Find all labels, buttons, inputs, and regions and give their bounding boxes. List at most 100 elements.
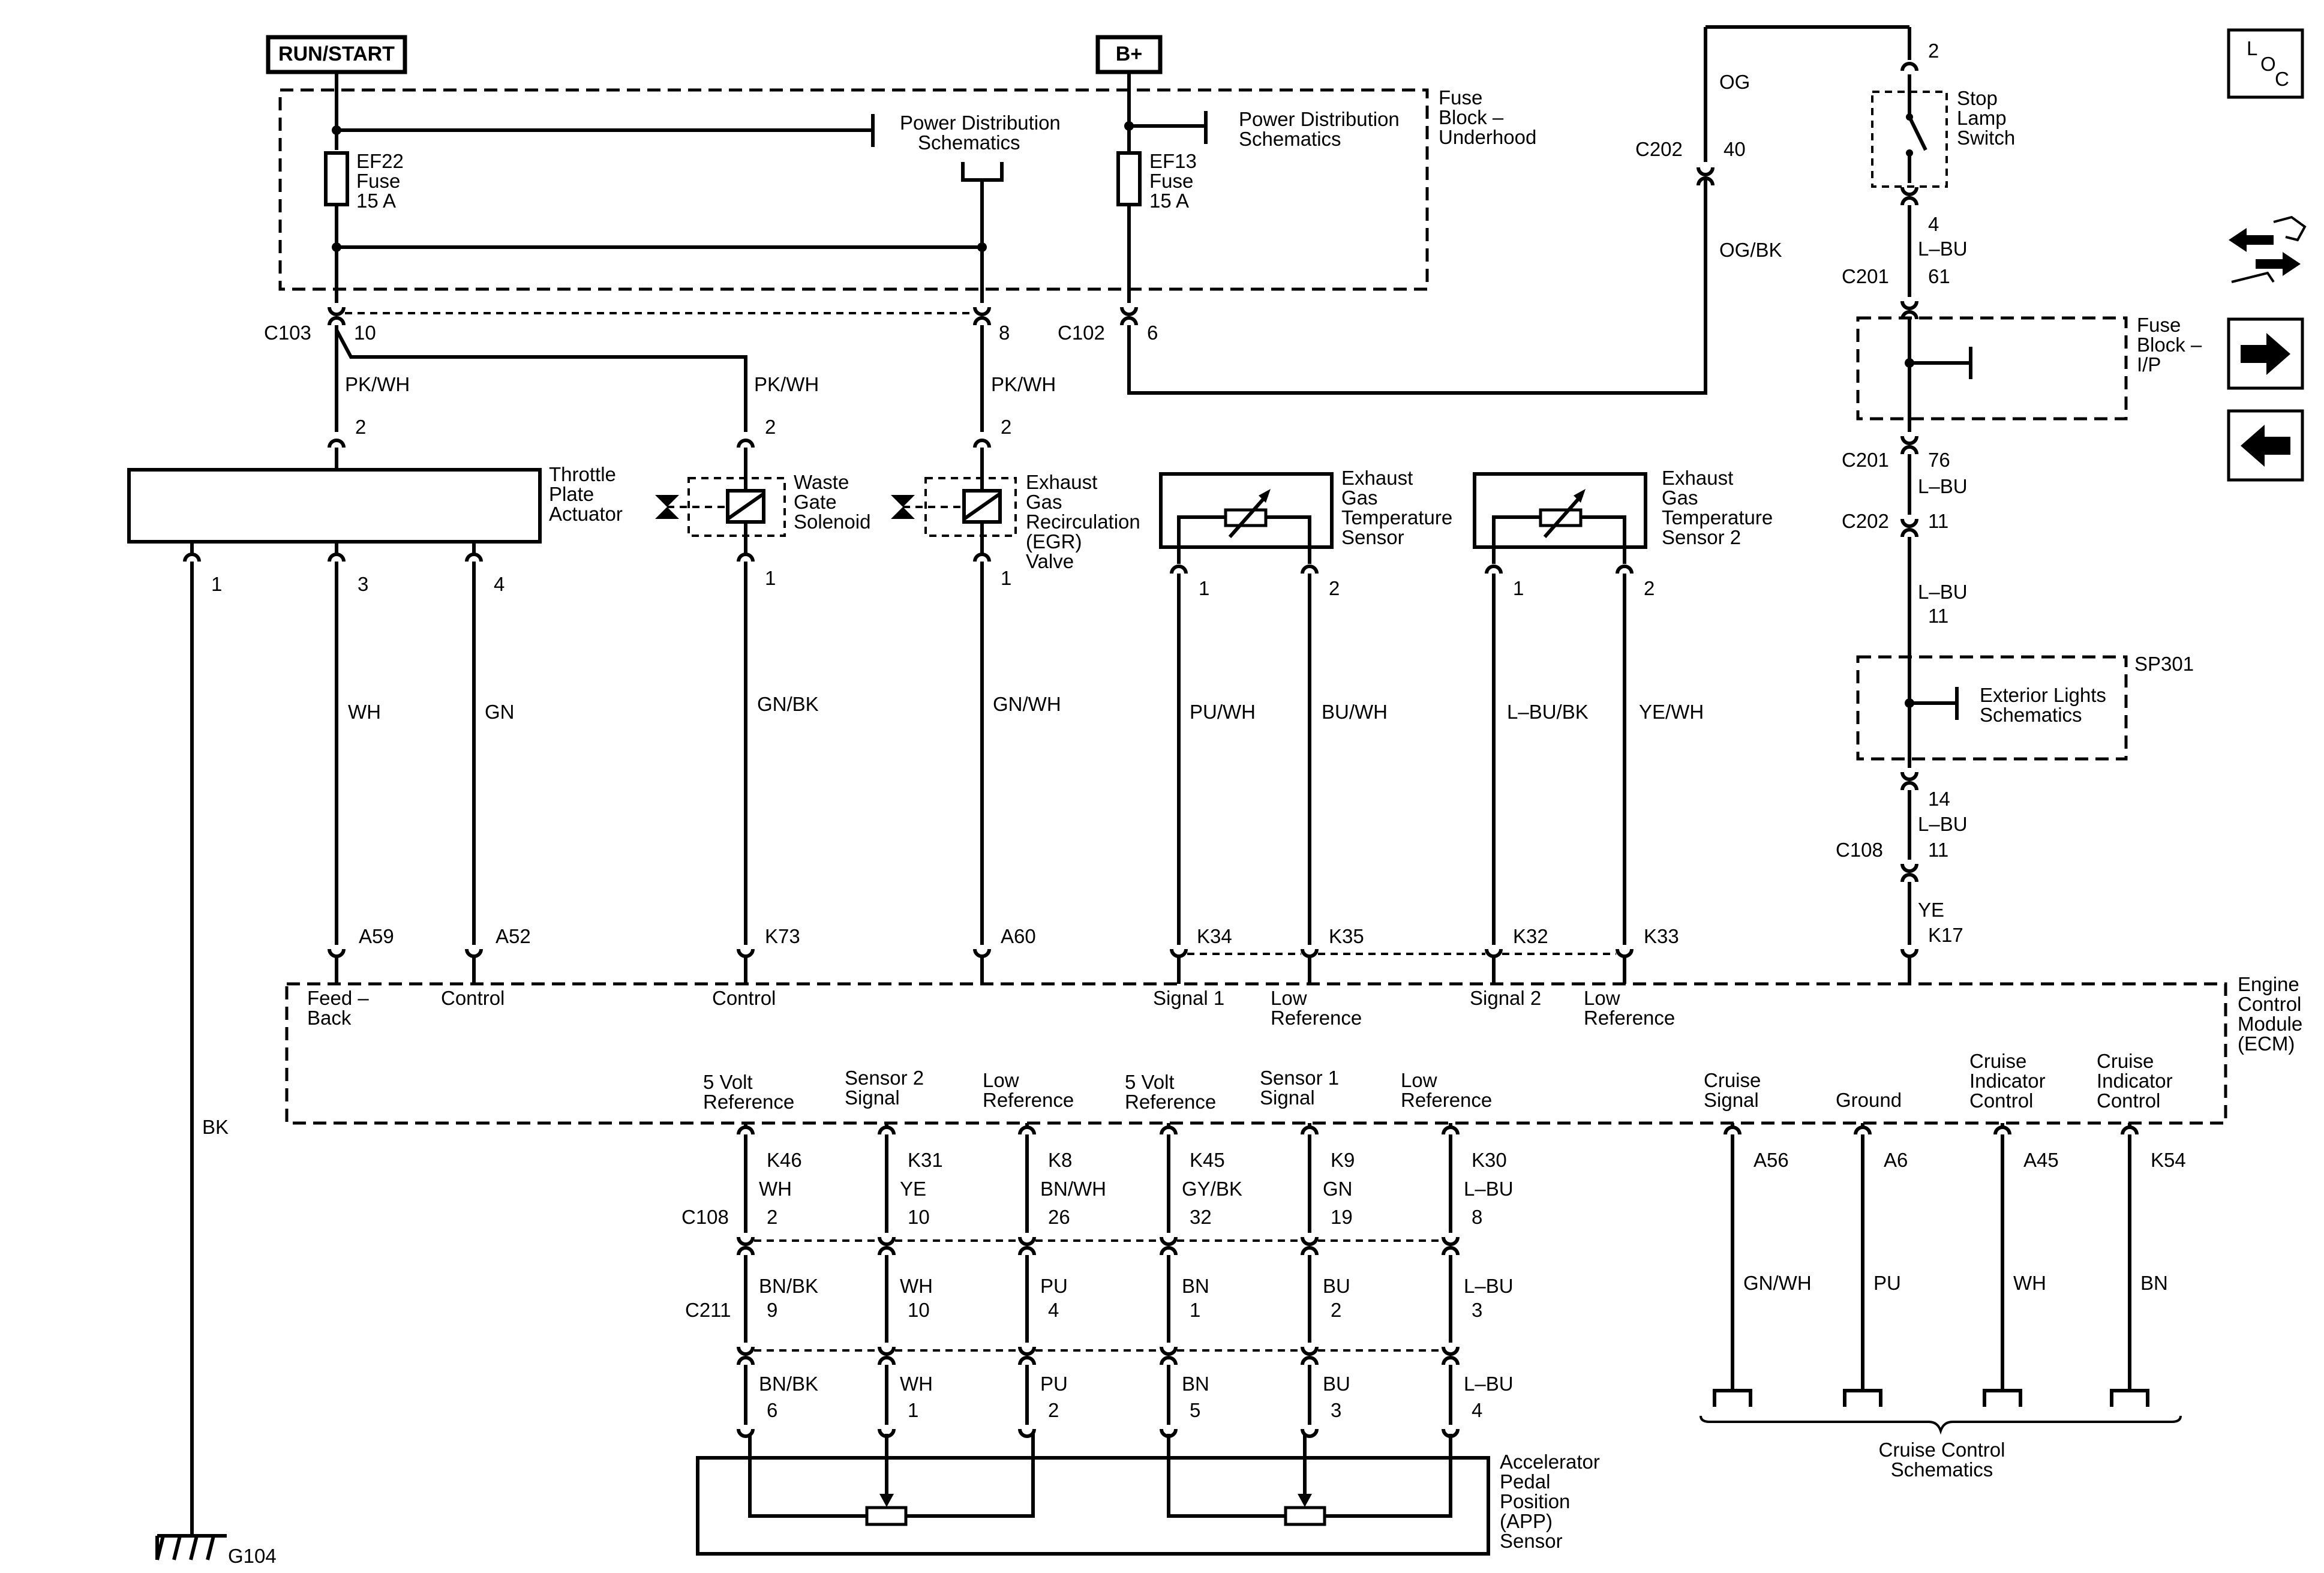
app-circuit-3-ecm-plug [1160, 1125, 1178, 1135]
app-circuit-3-c211-cup [1160, 1346, 1178, 1356]
app-circuit-4-c211-plug [1301, 1356, 1319, 1365]
app-circuit-app-pin: 1 [908, 1399, 918, 1421]
app-circuit-wire-2-label: L–BU [1464, 1275, 1514, 1297]
app-circuit-3-c108-plug [1160, 1246, 1178, 1256]
app-circuit-5-c211-plug [1442, 1356, 1460, 1365]
c103-label: C103 [264, 322, 311, 344]
app-circuit-ecm-pin: K30 [1472, 1149, 1507, 1171]
app-circuit-c108-pin: 10 [908, 1206, 930, 1228]
ef22-fuse-icon [324, 151, 349, 206]
app-circuit-5-c108-cup [1442, 1236, 1460, 1246]
egr-wire-top: PK/WH [991, 373, 1056, 395]
egt-sensor-2-icon [1473, 472, 1647, 564]
throttle-pin-1: 1 [211, 573, 222, 595]
egt-sensor-1-icon [1159, 472, 1334, 564]
app-circuit-1-c211-plug [878, 1356, 896, 1365]
app-circuit-wire-1-label: WH [759, 1178, 792, 1200]
location-button[interactable]: L O C [2227, 28, 2304, 99]
cruise-circuit-0-terminal [1713, 1389, 1752, 1407]
app-circuit-4-c211-cup [1301, 1346, 1319, 1356]
app-circuit-c211-pin: 10 [908, 1299, 930, 1321]
app-circuit-5-ecm-plug [1442, 1125, 1460, 1135]
wire-gn-bk: GN/BK [757, 693, 819, 715]
previous-arrow-button[interactable] [2227, 409, 2304, 482]
c102-pin-6: 6 [1147, 322, 1158, 344]
app-circuit-wire-1-label: GN [1323, 1178, 1353, 1200]
cruise-circuit-ecm-pin: A56 [1753, 1149, 1789, 1171]
app-circuit-app-pin: 5 [1190, 1399, 1200, 1421]
app-circuit-3-c108-cup [1160, 1236, 1178, 1246]
app-circuit-1-c211-cup [878, 1346, 896, 1356]
app-circuit-2-app-cup [1018, 1428, 1036, 1438]
ecm-label-signal-1: Signal 1 [1153, 987, 1224, 1009]
run-start-box: RUN/START [266, 35, 407, 74]
ecm-pin-a59: A59 [359, 925, 394, 947]
app-sensor-2-icon [1167, 1434, 1452, 1526]
throttle-plate-actuator-box [127, 468, 542, 544]
ecm-label-feedback: Feed –Back [307, 987, 369, 1029]
c103-pin-8: 8 [999, 322, 1010, 344]
ecm-pin-k32: K32 [1513, 925, 1548, 947]
app-circuit-2-c211-plug [1018, 1356, 1036, 1365]
ecm-pin-a52: A52 [496, 925, 531, 947]
left-arrow-icon [2241, 425, 2290, 467]
egt1-pin-2: 2 [1329, 577, 1340, 599]
app-circuit-4-app-cup [1301, 1428, 1319, 1438]
app-circuit-c211-pin: 2 [1331, 1299, 1341, 1321]
wire-wh: WH [348, 701, 381, 723]
wire-gn-wh: GN/WH [993, 693, 1061, 715]
c108-right-label: C108 [1836, 839, 1883, 861]
ground-g104-icon [155, 1534, 227, 1560]
connector-tool-icon[interactable] [2229, 215, 2307, 283]
run-start-label: RUN/START [278, 43, 395, 65]
wire-og: OG [1719, 71, 1750, 93]
ecm-pin-k33: K33 [1644, 925, 1679, 947]
app-circuit-4-ecm-plug [1301, 1125, 1319, 1135]
ecm-pin-a60: A60 [1001, 925, 1036, 947]
app-circuit-0-c211-plug [737, 1356, 755, 1365]
app-circuit-wire-1-label: YE [900, 1178, 926, 1200]
app-circuit-0-app-cup [737, 1428, 755, 1438]
wire-lbu-3: L–BU [1918, 581, 1968, 603]
wire-pu-wh: PU/WH [1190, 701, 1256, 723]
cruise-circuit-1-plug [1854, 1125, 1872, 1135]
app-circuit-wire-2-label: PU [1040, 1275, 1068, 1297]
cruise-circuit-wire-label: PU [1873, 1272, 1901, 1294]
c202-b-pin: 11 [1928, 510, 1948, 532]
app-circuit-0-c211-cup [737, 1346, 755, 1356]
wire-ye-wh: YE/WH [1639, 701, 1704, 723]
egr-valve-icon [891, 448, 1017, 554]
app-circuit-wire-3-label: WH [900, 1373, 933, 1395]
ecm-box [285, 982, 2227, 1125]
throttle-wire-top: PK/WH [345, 373, 410, 395]
app-circuit-c211-pin: 1 [1190, 1299, 1200, 1321]
next-arrow-button[interactable] [2227, 317, 2304, 390]
app-circuit-ecm-pin: K45 [1190, 1149, 1225, 1171]
app-circuit-c108-pin: 32 [1190, 1206, 1212, 1228]
app-circuit-wire-3-label: L–BU [1464, 1373, 1514, 1395]
cruise-circuit-wire-label: BN [2140, 1272, 2168, 1294]
waste-gate-solenoid-icon [655, 448, 786, 554]
c201-b-pin: 76 [1928, 449, 1950, 471]
app-circuit-4-c108-plug [1301, 1246, 1319, 1256]
app-circuit-5-c211-cup [1442, 1346, 1460, 1356]
app-circuit-c211-pin: 9 [767, 1299, 777, 1321]
egt1-pin-1: 1 [1199, 577, 1209, 599]
app-circuit-ecm-pin: K8 [1048, 1149, 1072, 1171]
